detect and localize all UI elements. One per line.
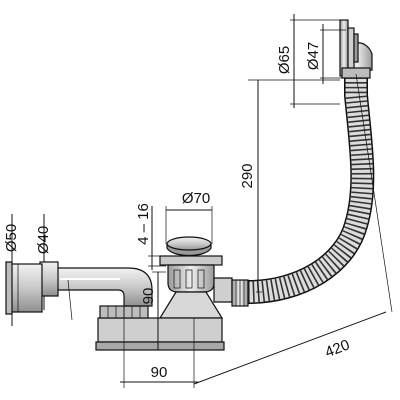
dimension-4-16: 4 – 16 <box>135 203 166 270</box>
dimension-d50-d40: Ø50 Ø40 <box>3 214 73 326</box>
label-d50: Ø50 <box>3 224 20 252</box>
label-d47: Ø47 <box>305 42 322 70</box>
dimension-90-vertical: 90 <box>140 271 166 350</box>
label-d40: Ø40 <box>35 226 52 254</box>
dimension-d70: Ø70 <box>165 190 213 244</box>
drain-valve <box>158 236 249 319</box>
dimension-90-horizontal: 90 <box>120 306 198 388</box>
label-4-16: 4 – 16 <box>135 203 152 245</box>
overflow-head <box>339 19 373 79</box>
label-420: 420 <box>323 336 352 361</box>
dimension-d65-d47: Ø65 Ø47 <box>276 14 346 108</box>
label-290: 290 <box>239 163 256 188</box>
label-90-vertical: 90 <box>140 288 157 305</box>
flexible-hose <box>247 68 375 304</box>
label-d70: Ø70 <box>182 190 210 207</box>
label-90-horizontal: 90 <box>151 364 168 381</box>
dimension-290: 290 <box>239 79 340 293</box>
label-d65: Ø65 <box>276 46 293 74</box>
